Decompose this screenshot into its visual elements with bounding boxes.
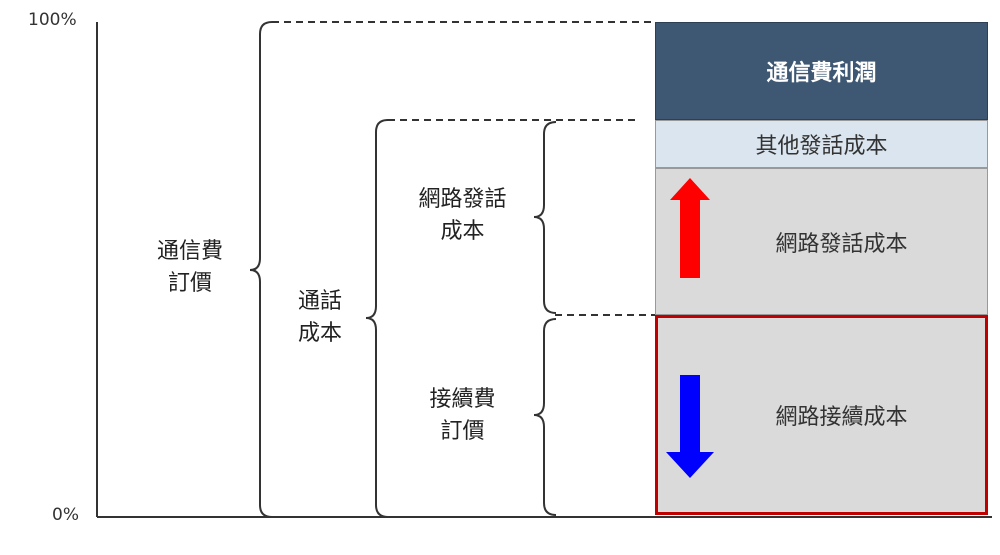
- brace-interconnect: [533, 318, 557, 516]
- brace-price: [249, 21, 273, 518]
- brace-network-origination: [533, 121, 557, 314]
- label-network-origination: 網路發話 成本: [418, 187, 507, 244]
- brace-call-cost: [365, 119, 389, 518]
- label-price: 通信費 訂價: [156, 239, 223, 296]
- label-call-cost: 通話 成本: [297, 289, 342, 346]
- segment-network-origination-label: 網路發話成本: [775, 231, 908, 257]
- segment-network-origination: 網路發話成本: [655, 168, 988, 315]
- segment-other-origination-label: 其他發話成本: [755, 134, 888, 159]
- segment-network-interconnect: 網路接續成本: [655, 315, 988, 515]
- segment-other-origination: 其他發話成本: [655, 120, 988, 168]
- segment-profit-label: 通信費利潤: [766, 61, 877, 86]
- label-interconnect-price: 接續費 訂價: [429, 387, 496, 444]
- segment-profit: 通信費利潤: [655, 22, 988, 120]
- axis-label-100: 100%: [28, 10, 77, 30]
- segment-network-interconnect-label: 網路接續成本: [775, 405, 908, 430]
- axis-label-0: 0%: [52, 505, 79, 525]
